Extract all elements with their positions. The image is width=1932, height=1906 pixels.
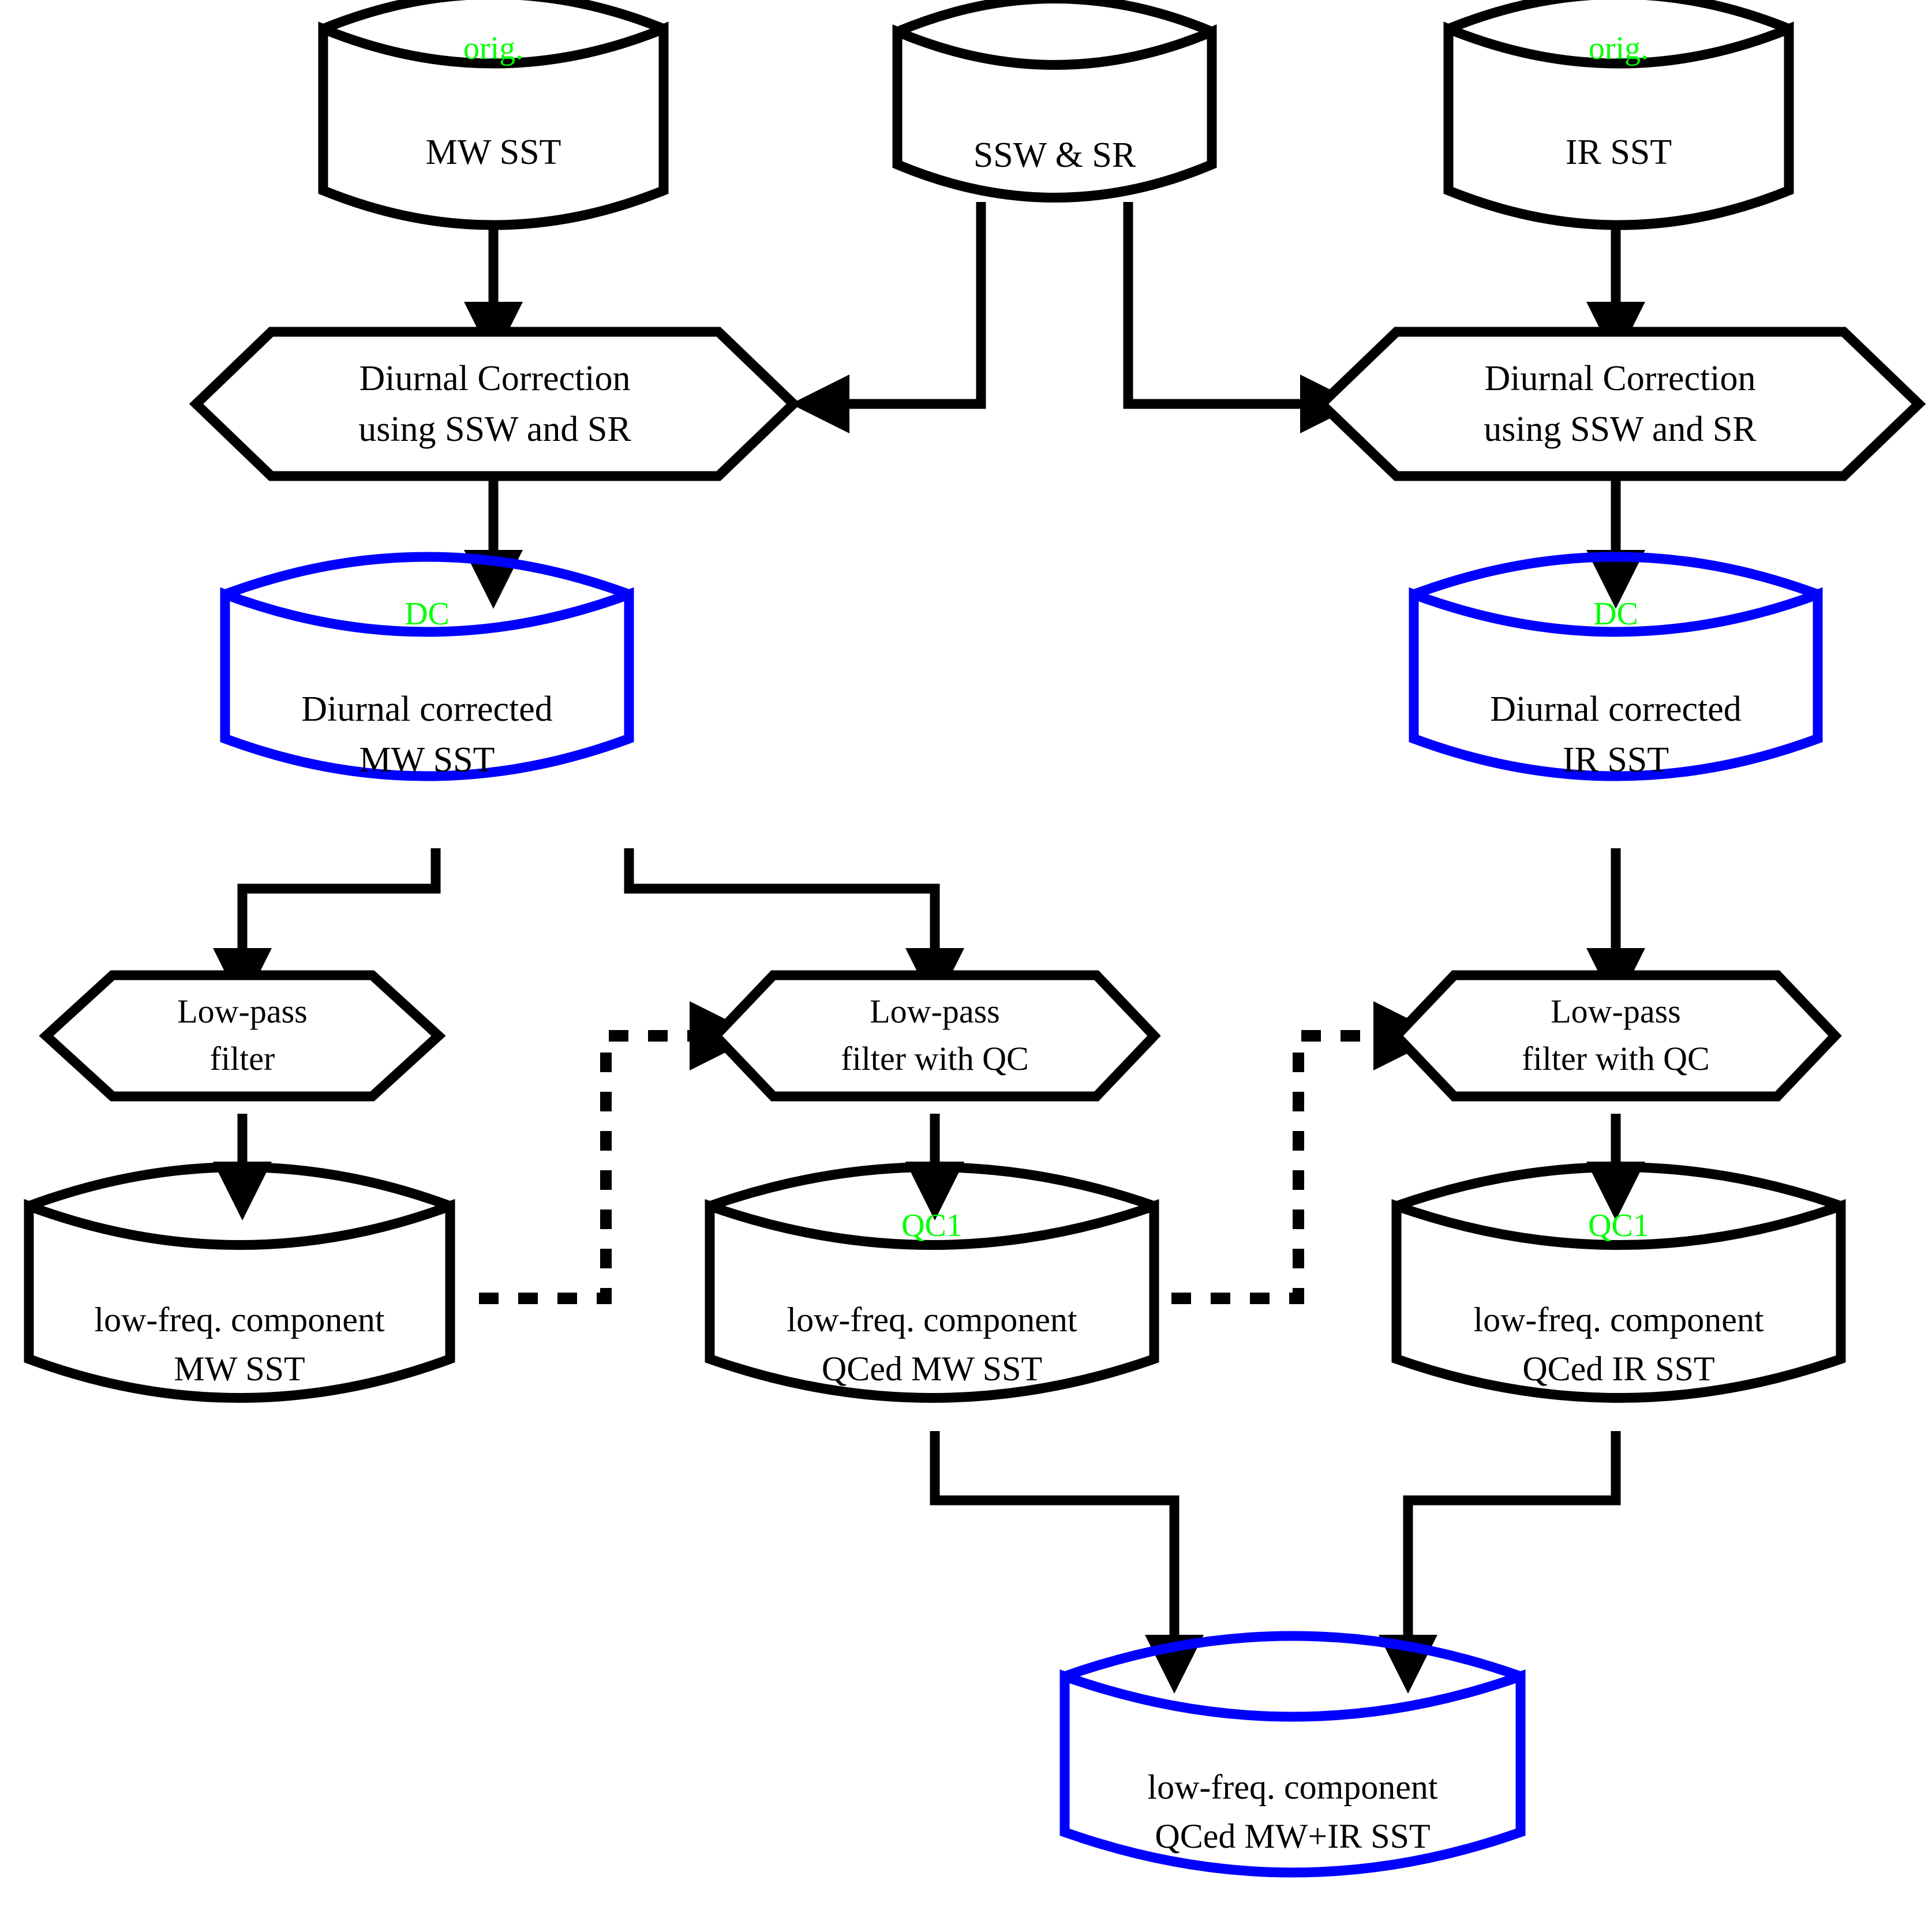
edge-dc-mw-to-lowpass-filter xyxy=(213,848,441,1007)
node-diurnal-corrected-ir-sst[interactable] xyxy=(1409,552,1823,781)
node-lowpass-filter-with-qc-mw[interactable] xyxy=(709,970,1161,1102)
edge-dc-mw-to-lowpass-qc-mw xyxy=(624,848,964,1007)
node-diurnal-corrected-mw-sst[interactable] xyxy=(220,552,634,781)
node-lowpass-filter-with-qc-ir[interactable] xyxy=(1390,970,1842,1102)
edge-dotted-lf-mw-to-lowpass-qc-mw xyxy=(479,1001,759,1304)
node-ssw-sr[interactable] xyxy=(892,0,1217,203)
node-diurnal-correction-right[interactable] xyxy=(1314,327,1926,481)
node-lf-component-qced-mw-ir-sst[interactable] xyxy=(1059,1631,1526,1878)
edge-dotted-lf-qc-mw-to-lowpass-qc-ir xyxy=(1171,1001,1443,1304)
node-lf-component-qced-mw-sst[interactable] xyxy=(705,1162,1159,1403)
node-diurnal-correction-left[interactable] xyxy=(189,327,801,481)
edge-sswsr-to-diurnal-right xyxy=(1123,202,1359,433)
node-lowpass-filter[interactable] xyxy=(39,970,446,1102)
node-lf-component-qced-ir-sst[interactable] xyxy=(1391,1162,1846,1403)
edge-lf-qc-mw-to-final xyxy=(930,1431,1204,1694)
edge-lf-qc-ir-to-final xyxy=(1379,1431,1621,1694)
node-lf-component-mw-sst[interactable] xyxy=(24,1162,455,1403)
node-ir-sst[interactable] xyxy=(1443,0,1794,230)
edge-sswsr-to-diurnal-left xyxy=(791,202,986,433)
node-mw-sst[interactable] xyxy=(318,0,669,230)
